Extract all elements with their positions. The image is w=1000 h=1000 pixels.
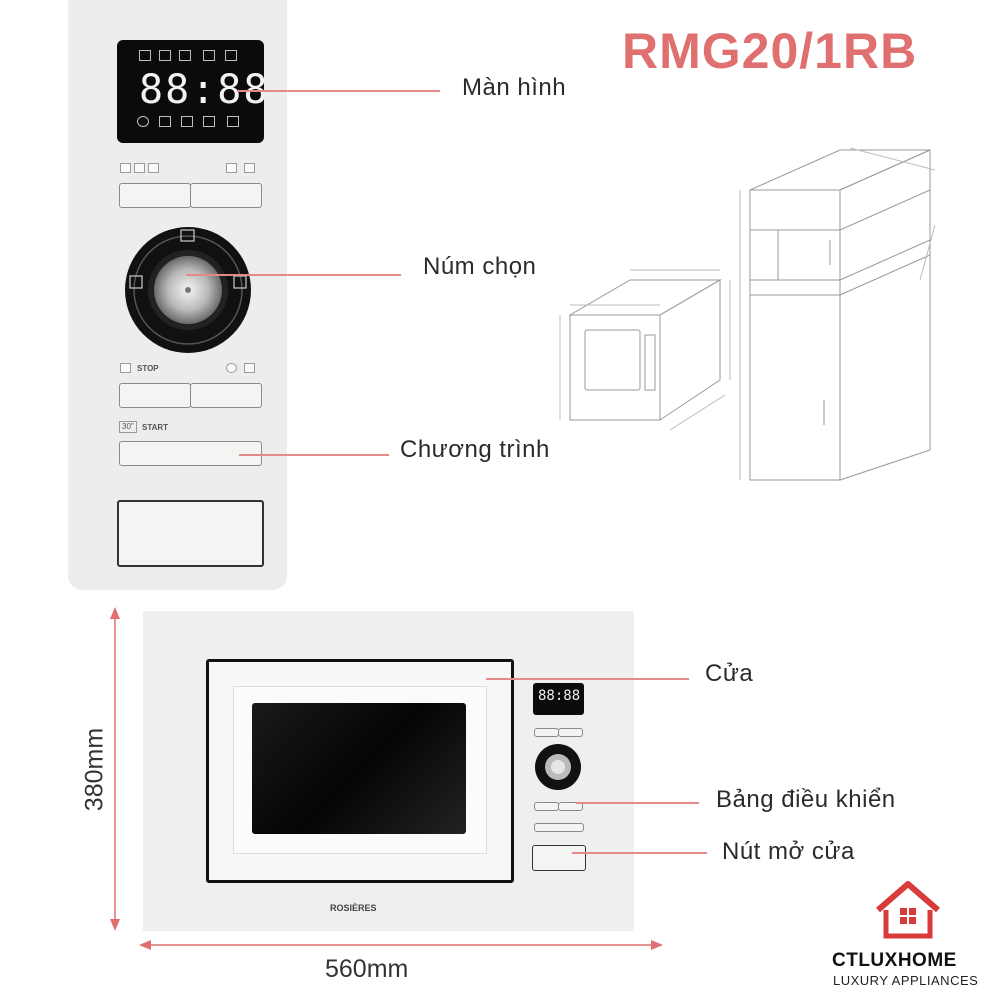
width-dimension-arrow <box>139 940 663 950</box>
cabinet-sketch <box>739 147 936 481</box>
mini-function-button[interactable] <box>534 728 559 737</box>
combi-mode-icon <box>148 163 159 173</box>
program-label: Chương trình <box>400 436 550 463</box>
lock-icon <box>227 116 239 127</box>
microwave-icon <box>139 50 151 61</box>
auto-cook-button[interactable] <box>190 183 262 208</box>
mini-auto-button[interactable] <box>558 728 583 737</box>
door-open-button[interactable] <box>532 845 586 871</box>
door-button-callout-line <box>572 852 707 854</box>
door-button-label: Nút mở cửa <box>722 838 855 865</box>
defrost-mode-icon <box>226 163 237 173</box>
start-button[interactable] <box>119 441 262 466</box>
stop-button[interactable] <box>119 383 191 408</box>
mini-start-button[interactable] <box>534 823 584 832</box>
clock-icon <box>181 116 193 127</box>
logo-name: CTLUXHOME <box>832 950 957 971</box>
auto-mode-icon <box>244 163 255 173</box>
knob-left-icon <box>129 275 143 289</box>
auto-icon <box>225 50 237 61</box>
function-button[interactable] <box>119 183 191 208</box>
height-dimension-arrow <box>110 607 120 931</box>
selector-knob[interactable] <box>118 226 262 356</box>
display-screen: 88:88 <box>117 40 267 143</box>
stop-icon <box>120 363 131 373</box>
house-logo-icon <box>876 881 940 939</box>
weight-icon <box>159 116 171 127</box>
knob-callout-line <box>186 274 401 276</box>
installation-diagram <box>559 147 936 481</box>
door-callout-line <box>486 678 689 680</box>
clock-set-icon <box>226 363 237 373</box>
control-panel-callout-line <box>576 802 699 804</box>
mini-knob[interactable] <box>532 742 584 792</box>
height-dimension-label: 380mm <box>80 727 109 812</box>
microwave-mode-icon <box>120 163 131 173</box>
mini-display-digits: 88:88 <box>538 688 581 704</box>
stop-label: STOP <box>137 364 159 373</box>
quick-start-label: 30" <box>119 421 137 433</box>
timer-icon <box>203 116 215 127</box>
brand-label: ROSIÈRES <box>330 903 377 913</box>
knob-top-icon <box>180 229 195 242</box>
knob-right-icon <box>233 275 247 289</box>
door-open-button-closeup[interactable] <box>117 500 264 567</box>
logo-tagline: LUXURY APPLIANCES <box>833 973 979 988</box>
door-label: Cửa <box>705 660 754 687</box>
mini-display: 88:88 <box>533 683 584 715</box>
control-panel-label: Bảng điều khiển <box>716 786 896 813</box>
width-dimension-label: 560mm <box>325 955 409 983</box>
timer-set-icon <box>244 363 255 373</box>
screen-callout-line <box>237 90 440 92</box>
start-label: START <box>142 423 169 432</box>
defrost-icon <box>203 50 215 61</box>
power-icon <box>137 116 149 127</box>
screen-label: Màn hình <box>462 74 567 101</box>
clock-button[interactable] <box>190 383 262 408</box>
program-callout-line <box>239 454 389 456</box>
grill-icon <box>159 50 171 61</box>
mini-stop-button[interactable] <box>534 802 559 811</box>
model-title: RMG20/1RB <box>622 23 918 79</box>
combi-icon <box>179 50 191 61</box>
knob-label: Núm chọn <box>423 253 537 280</box>
grill-mode-icon <box>134 163 145 173</box>
door-window <box>252 703 466 834</box>
microwave-sketch <box>559 269 731 431</box>
mini-clock-button[interactable] <box>558 802 583 811</box>
